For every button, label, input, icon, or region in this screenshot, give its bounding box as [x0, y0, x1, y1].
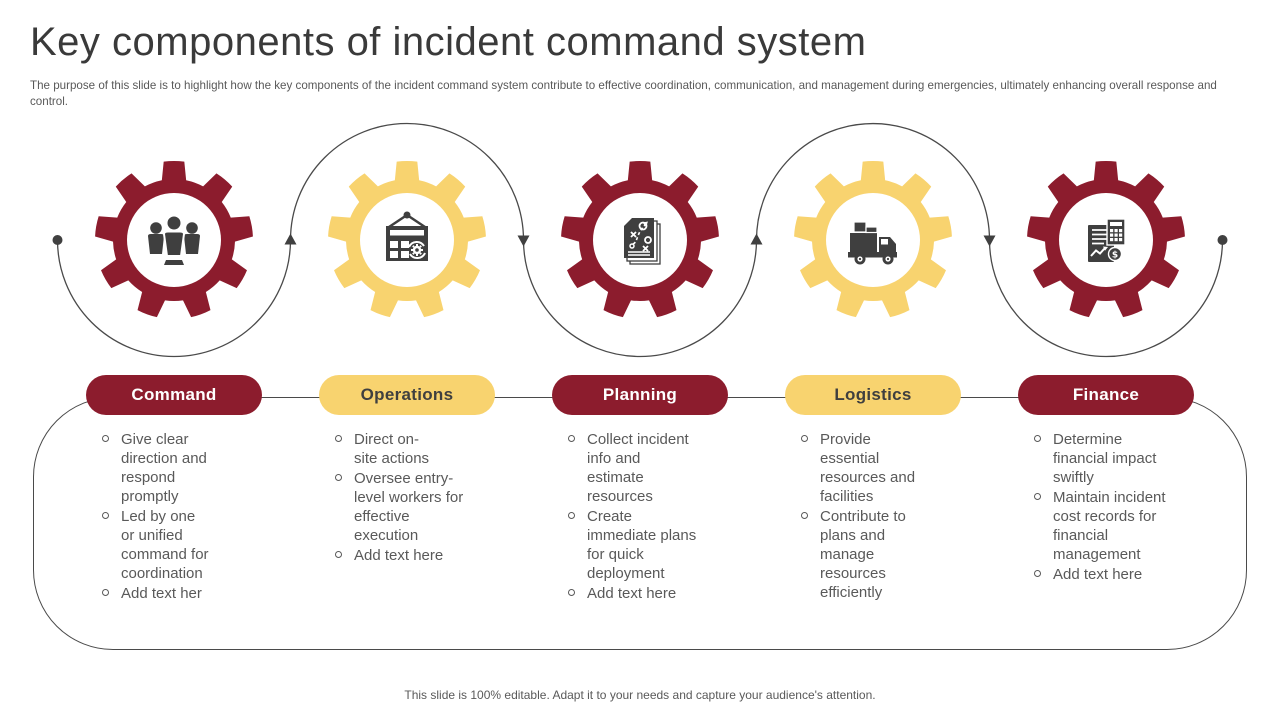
list-item: Add text here — [1034, 565, 1206, 584]
gear-planning — [561, 161, 719, 318]
circle-bullet-icon — [102, 589, 109, 596]
pill-logistics: Logistics — [785, 375, 961, 415]
circle-bullet-icon — [335, 435, 342, 442]
circle-bullet-icon — [801, 512, 808, 519]
pill-label: Operations — [360, 385, 454, 404]
financial-report-icon: $ — [1088, 218, 1126, 262]
gear-operations — [328, 161, 486, 318]
list-item: Oversee entry- level workers for effecti… — [335, 469, 507, 545]
circle-bullet-icon — [1034, 435, 1041, 442]
pill-operations: Operations — [319, 375, 495, 415]
wheel-icon — [882, 253, 894, 265]
planning-bullet-list: Collect incident info and estimate resou… — [568, 430, 740, 604]
delivery-truck-icon — [848, 221, 897, 265]
circle-bullet-icon — [1034, 570, 1041, 577]
arrow-up-icon — [284, 233, 297, 245]
pill-label: Logistics — [834, 385, 912, 404]
list-item: Direct on- site actions — [335, 430, 507, 468]
gear-logistics — [794, 161, 952, 318]
circle-bullet-icon — [102, 435, 109, 442]
wheel-icon — [854, 253, 866, 265]
arrow-down-icon — [983, 235, 996, 247]
list-item: Contribute to plans and manage resources… — [801, 507, 973, 602]
logistics-bullet-list: Provide essential resources and faciliti… — [801, 430, 973, 603]
editable-note: This slide is 100% editable. Adapt it to… — [404, 688, 876, 702]
circle-bullet-icon — [568, 435, 575, 442]
pill-label: Command — [131, 385, 217, 404]
list-item: Collect incident info and estimate resou… — [568, 430, 740, 506]
connector-wave-line — [56, 122, 1224, 358]
team-icon — [148, 214, 200, 265]
circle-bullet-icon — [335, 551, 342, 558]
pill-label: Finance — [1072, 385, 1140, 404]
gear-command — [95, 161, 253, 318]
list-item: Provide essential resources and faciliti… — [801, 430, 973, 506]
start-dot — [52, 235, 63, 245]
list-item: Led by one or unified command for coordi… — [102, 507, 274, 583]
strategy-plan-icon — [624, 218, 661, 265]
list-item: Maintain incident cost records for finan… — [1034, 488, 1206, 564]
pill-label: Planning — [602, 385, 678, 404]
command-bullet-list: Give clear direction and respond promptl… — [102, 430, 274, 604]
slide-description: The purpose of this slide is to highligh… — [30, 79, 1217, 108]
svg-text:$: $ — [1112, 251, 1118, 261]
pill-finance: Finance — [1018, 375, 1194, 415]
list-item: Add text here — [568, 584, 740, 603]
circle-bullet-icon — [1034, 493, 1041, 500]
page-title: Key components of incident command syste… — [30, 20, 867, 64]
list-item: Add text here — [335, 546, 507, 565]
list-item: Add text her — [102, 584, 274, 603]
pill-command: Command — [86, 375, 262, 415]
circle-bullet-icon — [801, 435, 808, 442]
end-dot — [1217, 235, 1228, 245]
pill-planning: Planning — [552, 375, 728, 415]
finance-bullet-list: Determine financial impact swiftly Maint… — [1034, 430, 1206, 585]
arrow-down-icon — [517, 235, 530, 247]
calendar-gear-icon — [386, 211, 428, 261]
circle-bullet-icon — [568, 512, 575, 519]
list-item: Create immediate plans for quick deploym… — [568, 507, 740, 583]
operations-bullet-list: Direct on- site actions Oversee entry- l… — [335, 430, 507, 566]
list-item: Give clear direction and respond promptl… — [102, 430, 274, 506]
gear-finance: $ — [1027, 161, 1185, 318]
arrow-up-icon — [750, 233, 763, 245]
circle-bullet-icon — [102, 512, 109, 519]
circle-bullet-icon — [568, 589, 575, 596]
list-item: Determine financial impact swiftly — [1034, 430, 1206, 487]
circle-bullet-icon — [335, 474, 342, 481]
